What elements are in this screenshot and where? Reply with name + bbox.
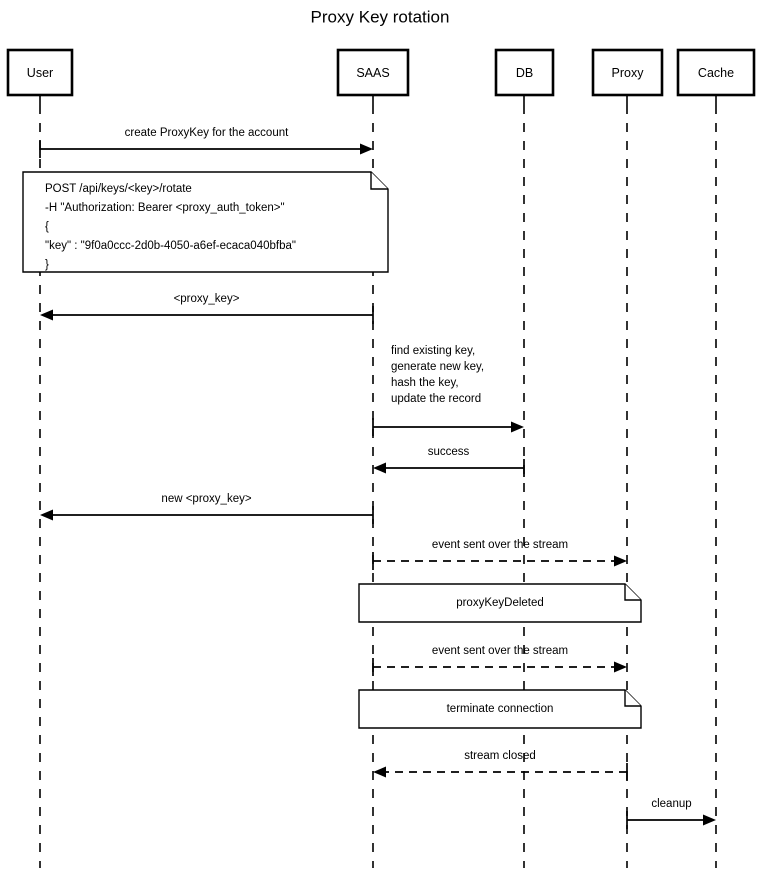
message-m4: success [373, 446, 525, 477]
note-line: -H "Authorization: Bearer <proxy_auth_to… [45, 202, 285, 214]
message-m9: cleanup [626, 798, 716, 829]
annotation-line: generate new key, [391, 361, 484, 373]
participant-db[interactable]: DB [494, 48, 555, 97]
message-label-m1: create ProxyKey for the account [125, 127, 289, 139]
participant-cache[interactable]: Cache [676, 48, 756, 97]
message-m6: event sent over the stream [372, 539, 627, 570]
message-m3 [372, 418, 524, 436]
message-label-m6: event sent over the stream [432, 539, 568, 551]
message-label-m7: event sent over the stream [432, 645, 568, 657]
note-fold-corner-icon [624, 584, 641, 601]
note-line: POST /api/keys/<key>/rotate [45, 183, 192, 195]
message-m1: create ProxyKey for the account [39, 127, 373, 158]
participant-label-db: DB [516, 66, 533, 80]
note-terminate-connection-note: terminate connection [358, 689, 642, 729]
note-request-note: POST /api/keys/<key>/rotate -H "Authoriza… [22, 171, 389, 273]
note-line: "key" : "9f0a0ccc-2d0b-4050-a6ef-ecaca04… [45, 240, 296, 252]
note-line: { [45, 221, 49, 233]
arrow-head-icon [373, 766, 386, 778]
participant-label-user: User [27, 66, 53, 80]
participant-label-proxy: Proxy [612, 66, 645, 80]
annotation-line: update the record [391, 393, 481, 405]
note-line: } [45, 259, 49, 271]
annotation-line: find existing key, [391, 345, 475, 357]
note-line: proxyKeyDeleted [456, 597, 544, 609]
note-proxy-key-deleted-note: proxyKeyDeleted [358, 583, 642, 623]
participant-label-cache: Cache [698, 66, 734, 80]
arrow-head-icon [40, 509, 53, 521]
participant-user[interactable]: User [6, 48, 74, 97]
note-body [22, 171, 389, 273]
message-m8: stream closed [373, 750, 628, 781]
page-title: Proxy Key rotation [311, 7, 450, 26]
arrow-head-icon [511, 421, 524, 433]
message-label-m8: stream closed [464, 750, 536, 762]
participant-saas[interactable]: SAAS [336, 48, 410, 97]
messages-group: create ProxyKey for the account <proxy_ke… [39, 127, 716, 829]
arrow-head-icon [360, 143, 373, 155]
note-body [358, 689, 642, 729]
annotation-line: hash the key, [391, 377, 459, 389]
participants-group: User SAAS DB Proxy Cache [6, 48, 756, 97]
notes-group: POST /api/keys/<key>/rotate -H "Authoriza… [22, 171, 642, 729]
note-fold-corner-icon [370, 172, 388, 190]
message-m5: new <proxy_key> [40, 493, 374, 524]
participant-label-saas: SAAS [356, 66, 389, 80]
arrow-head-icon [614, 555, 627, 567]
arrow-head-icon [373, 462, 386, 474]
arrow-head-icon [614, 661, 627, 673]
message-label-m5: new <proxy_key> [161, 493, 251, 505]
annotations-group: find existing key, generate new key, hash … [391, 345, 484, 405]
message-label-m2: <proxy_key> [174, 293, 240, 305]
arrow-head-icon [40, 309, 53, 321]
message-m7: event sent over the stream [372, 645, 627, 676]
participant-proxy[interactable]: Proxy [591, 48, 664, 97]
note-line: terminate connection [447, 703, 554, 715]
annotation-saas-self-action: find existing key, generate new key, hash … [391, 345, 484, 405]
message-m2: <proxy_key> [40, 293, 374, 324]
note-body [358, 583, 642, 623]
message-label-m4: success [428, 446, 470, 458]
note-fold-corner-icon [624, 690, 641, 707]
arrow-head-icon [703, 814, 716, 826]
message-label-m9: cleanup [651, 798, 691, 810]
